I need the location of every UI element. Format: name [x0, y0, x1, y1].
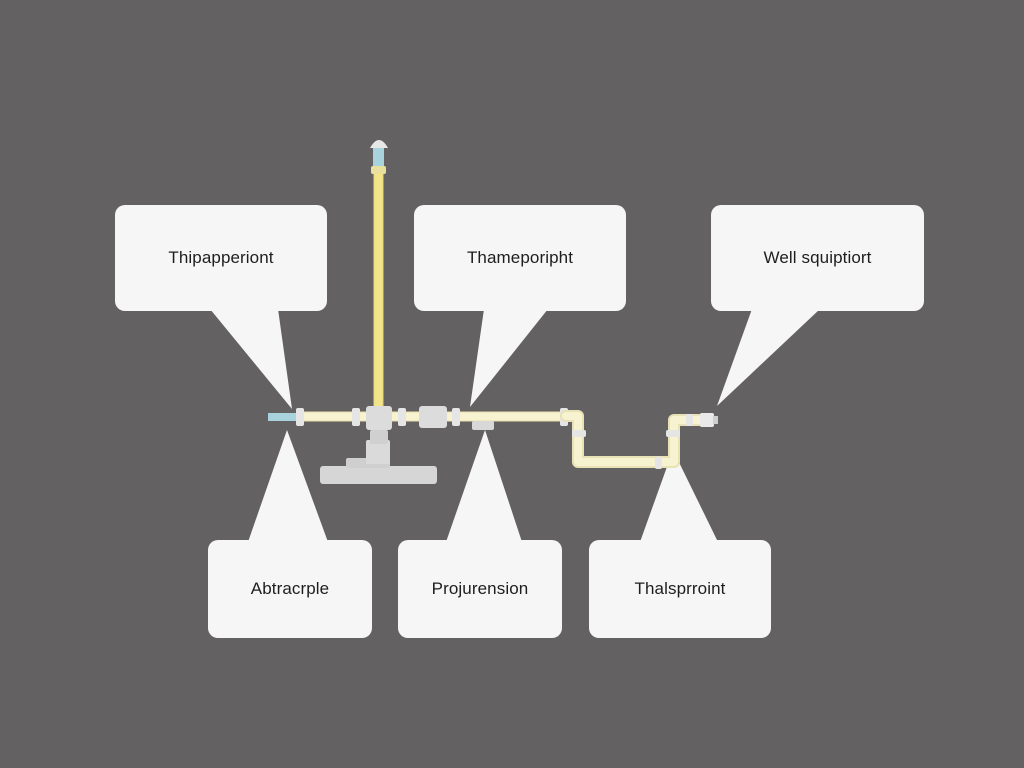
callout-bubble-bottom-center — [398, 430, 562, 638]
callout-label-bottom-left: Abtracrple — [250, 579, 330, 598]
callout-label-top-right: Well squiptiort — [763, 248, 872, 267]
stepped-branch-pipe — [560, 410, 706, 468]
pipe-valve-icon — [366, 406, 392, 444]
vertical-supply-pipe — [370, 140, 388, 411]
pipe-cap-icon — [700, 413, 718, 427]
callout-bubble-top-center — [414, 205, 626, 407]
callout-bubble-bottom-right — [589, 450, 771, 638]
pipe-base-icon — [320, 440, 437, 484]
inline-fittings — [419, 406, 494, 430]
callout-label-bottom-center: Projurension — [431, 579, 529, 598]
callout-label-top-left: Thipapperiont — [168, 248, 274, 267]
callout-label-bottom-right: Thalsprroint — [634, 579, 726, 598]
callout-bubble-top-left — [115, 205, 327, 409]
stepped-pipe-couplings — [572, 414, 693, 469]
callout-label-top-center: Thameporipht — [466, 248, 574, 267]
callout-bubble-top-right — [711, 205, 924, 406]
callout-bubble-bottom-left — [208, 430, 372, 638]
